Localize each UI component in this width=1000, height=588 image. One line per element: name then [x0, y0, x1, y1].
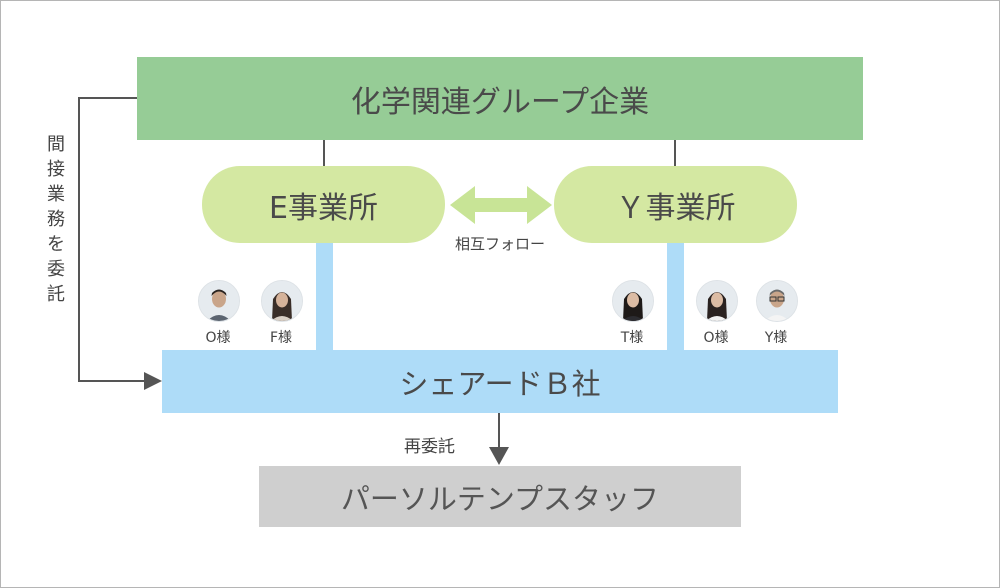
person-label: O様	[703, 330, 729, 346]
person-avatar	[198, 280, 240, 322]
temp-staff-box: パーソルテンプスタッフ	[259, 466, 741, 527]
person-label: T様	[620, 330, 644, 346]
person-avatar	[756, 280, 798, 322]
shared-company-box: シェアードＢ社	[162, 350, 838, 413]
person-photo-icon	[613, 281, 653, 321]
group-to-y-office-line	[674, 140, 676, 166]
person-photo-icon	[262, 281, 302, 321]
person-photo-icon	[697, 281, 737, 321]
y-office-label: Ｙ事業所	[615, 190, 736, 226]
person-label: O様	[205, 330, 231, 346]
e-office-to-shared-bar	[316, 243, 333, 351]
shared-company-label: シェアードＢ社	[399, 366, 601, 401]
person-avatar	[696, 280, 738, 322]
person-avatar	[612, 280, 654, 322]
person-label: Y様	[764, 330, 788, 346]
indirect-commission-label: 間接業務を委託	[47, 134, 65, 305]
person-photo-icon	[199, 281, 239, 321]
temp-staff-label: パーソルテンプスタッフ	[340, 481, 660, 516]
person-photo-icon	[757, 281, 797, 321]
group-to-e-office-line	[323, 140, 325, 166]
mutual-follow-label: 相互フォロー	[454, 235, 545, 253]
y-office-box: Ｙ事業所	[554, 166, 797, 243]
y-office-to-shared-bar	[667, 243, 684, 351]
recommission-label: 再委託	[404, 437, 455, 457]
e-office-label: E事業所	[269, 190, 378, 226]
person-avatar	[261, 280, 303, 322]
group-company-box: 化学関連グループ企業	[137, 57, 863, 140]
group-company-label: 化学関連グループ企業	[350, 84, 650, 120]
person-label: F様	[269, 330, 293, 346]
e-office-box: E事業所	[202, 166, 445, 243]
